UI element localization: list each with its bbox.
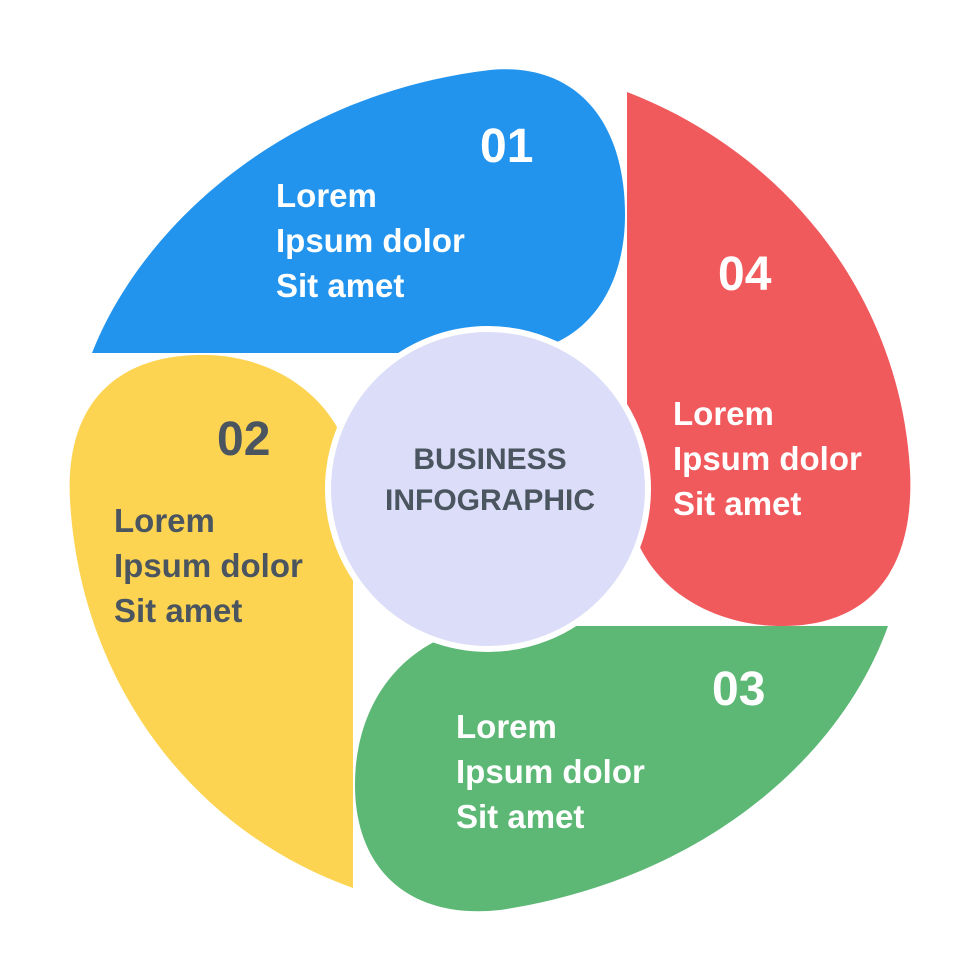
center-hub: BUSINESS INFOGRAPHIC <box>325 326 651 652</box>
segment-02-shape <box>69 354 353 888</box>
segment-01-number: 01 <box>480 120 533 173</box>
segment-04-line-2: Ipsum dolor <box>673 440 862 477</box>
segment-03: 03 Lorem Ipsum dolor Sit amet <box>355 626 888 912</box>
segment-02-line-1: Lorem <box>114 502 215 539</box>
segment-03-shape <box>355 626 888 912</box>
segment-03-line-2: Ipsum dolor <box>456 753 645 790</box>
center-title-line-1: BUSINESS <box>413 443 566 476</box>
segment-02-line-2: Ipsum dolor <box>114 547 303 584</box>
segment-03-number: 03 <box>712 663 765 716</box>
segment-01-shape <box>92 69 625 353</box>
segment-03-line-1: Lorem <box>456 708 557 745</box>
segment-04-number: 04 <box>718 248 772 301</box>
center-circle <box>325 326 651 652</box>
segment-04: 04 Lorem Ipsum dolor Sit amet <box>627 92 911 627</box>
segment-03-line-3: Sit amet <box>456 798 584 835</box>
segment-04-line-3: Sit amet <box>673 485 801 522</box>
segment-01-line-2: Ipsum dolor <box>276 222 465 259</box>
segment-04-shape <box>627 92 911 627</box>
segment-01-line-1: Lorem <box>276 177 377 214</box>
segment-04-line-1: Lorem <box>673 395 774 432</box>
segment-01: 01 Lorem Ipsum dolor Sit amet <box>92 69 625 353</box>
segment-02-number: 02 <box>217 413 270 466</box>
segment-02: 02 Lorem Ipsum dolor Sit amet <box>69 354 353 888</box>
segment-01-line-3: Sit amet <box>276 267 404 304</box>
center-title-line-2: INFOGRAPHIC <box>385 484 595 517</box>
segment-02-line-3: Sit amet <box>114 592 242 629</box>
